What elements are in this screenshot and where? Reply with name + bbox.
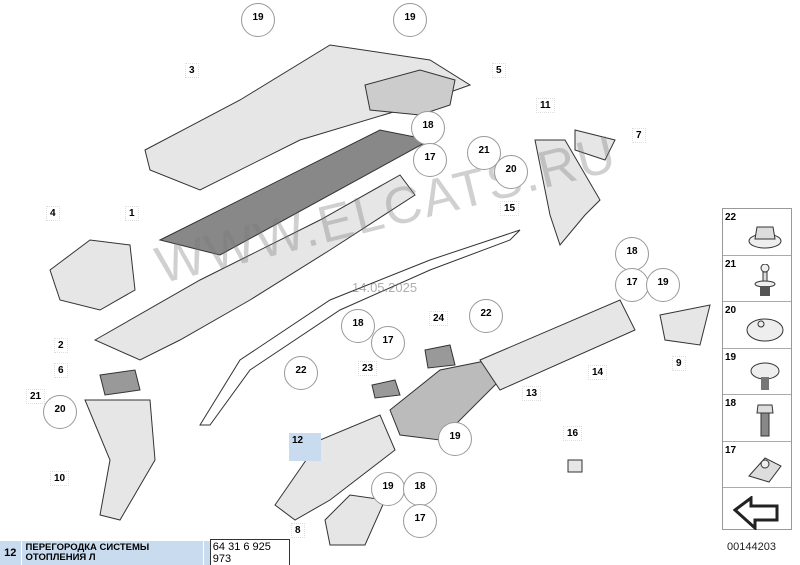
callout[interactable]: 1 (125, 206, 139, 221)
part-4 (49, 239, 136, 311)
spring-nut-icon (748, 456, 782, 483)
callout[interactable]: 3 (185, 63, 199, 78)
part-15-seal (199, 229, 521, 426)
arrow-icon (733, 496, 779, 530)
callout[interactable]: 23 (358, 361, 378, 376)
part-11 (534, 139, 601, 247)
hex-bolt-icon (756, 404, 774, 437)
callout[interactable]: 21 (467, 136, 501, 170)
callout[interactable]: 17 (371, 326, 405, 360)
part-23 (371, 379, 401, 399)
legend-item[interactable]: 17 (723, 442, 791, 488)
part-item-number: 12 (0, 541, 22, 565)
callout[interactable]: 15 (500, 201, 520, 216)
callout[interactable]: 18 (403, 472, 437, 506)
diagram-number: 00144203 (727, 541, 776, 553)
callout[interactable]: 22 (284, 356, 318, 390)
callout[interactable]: 20 (494, 155, 528, 189)
clip-washer-icon (746, 318, 784, 342)
callout[interactable]: 19 (241, 3, 275, 37)
callout[interactable]: 13 (522, 386, 542, 401)
callout[interactable]: 18 (411, 111, 445, 145)
callout[interactable]: 7 (632, 128, 646, 143)
legend-item[interactable] (723, 488, 791, 534)
legend-item[interactable]: 21 (723, 256, 791, 302)
callout[interactable]: 18 (341, 309, 375, 343)
callout[interactable]: 8 (291, 523, 305, 538)
part-number[interactable]: 64 31 6 925 973 (209, 539, 290, 565)
callout[interactable]: 19 (646, 268, 680, 302)
legend-item[interactable]: 22 (723, 209, 791, 256)
callout[interactable]: 10 (50, 471, 70, 486)
part-14 (479, 299, 636, 391)
part-6 (99, 369, 141, 396)
callout[interactable]: 21 (26, 389, 46, 404)
legend-item[interactable]: 18 (723, 395, 791, 442)
part-2-cowl (93, 174, 416, 361)
callout[interactable]: 17 (413, 143, 447, 177)
callout[interactable]: 17 (615, 268, 649, 302)
part-5 (364, 69, 456, 116)
legend-item[interactable]: 20 (723, 302, 791, 349)
expanding-rivet-icon (754, 263, 776, 296)
part-16 (567, 459, 583, 473)
callout[interactable]: 4 (46, 206, 60, 221)
part-8 (324, 494, 386, 546)
part-9 (659, 304, 711, 346)
callout[interactable]: 19 (393, 3, 427, 37)
callout[interactable]: 9 (672, 356, 686, 371)
callout[interactable]: 24 (429, 311, 449, 326)
callout[interactable]: 19 (438, 422, 472, 456)
callout[interactable]: 11 (536, 98, 555, 113)
part-10 (84, 399, 156, 521)
hardware-legend: 22 21 20 19 18 17 (722, 208, 792, 530)
callout[interactable]: 5 (492, 63, 506, 78)
callout-selected[interactable]: 12 (289, 433, 321, 461)
callout[interactable]: 6 (54, 363, 68, 378)
callout[interactable]: 2 (54, 338, 68, 353)
callout[interactable]: 22 (469, 299, 503, 333)
callout[interactable]: 20 (43, 395, 77, 429)
callout[interactable]: 19 (371, 472, 405, 506)
callout[interactable]: 17 (403, 504, 437, 538)
legend-item[interactable]: 19 (723, 349, 791, 395)
callout[interactable]: 14 (588, 365, 608, 380)
callout[interactable]: 18 (615, 237, 649, 271)
part-7 (574, 129, 616, 161)
part-24 (424, 344, 456, 369)
watermark-date: 14.05.2025 (352, 280, 418, 295)
callout[interactable]: 16 (563, 426, 583, 441)
hex-screw-icon (750, 362, 780, 390)
flange-nut-icon (748, 226, 782, 249)
